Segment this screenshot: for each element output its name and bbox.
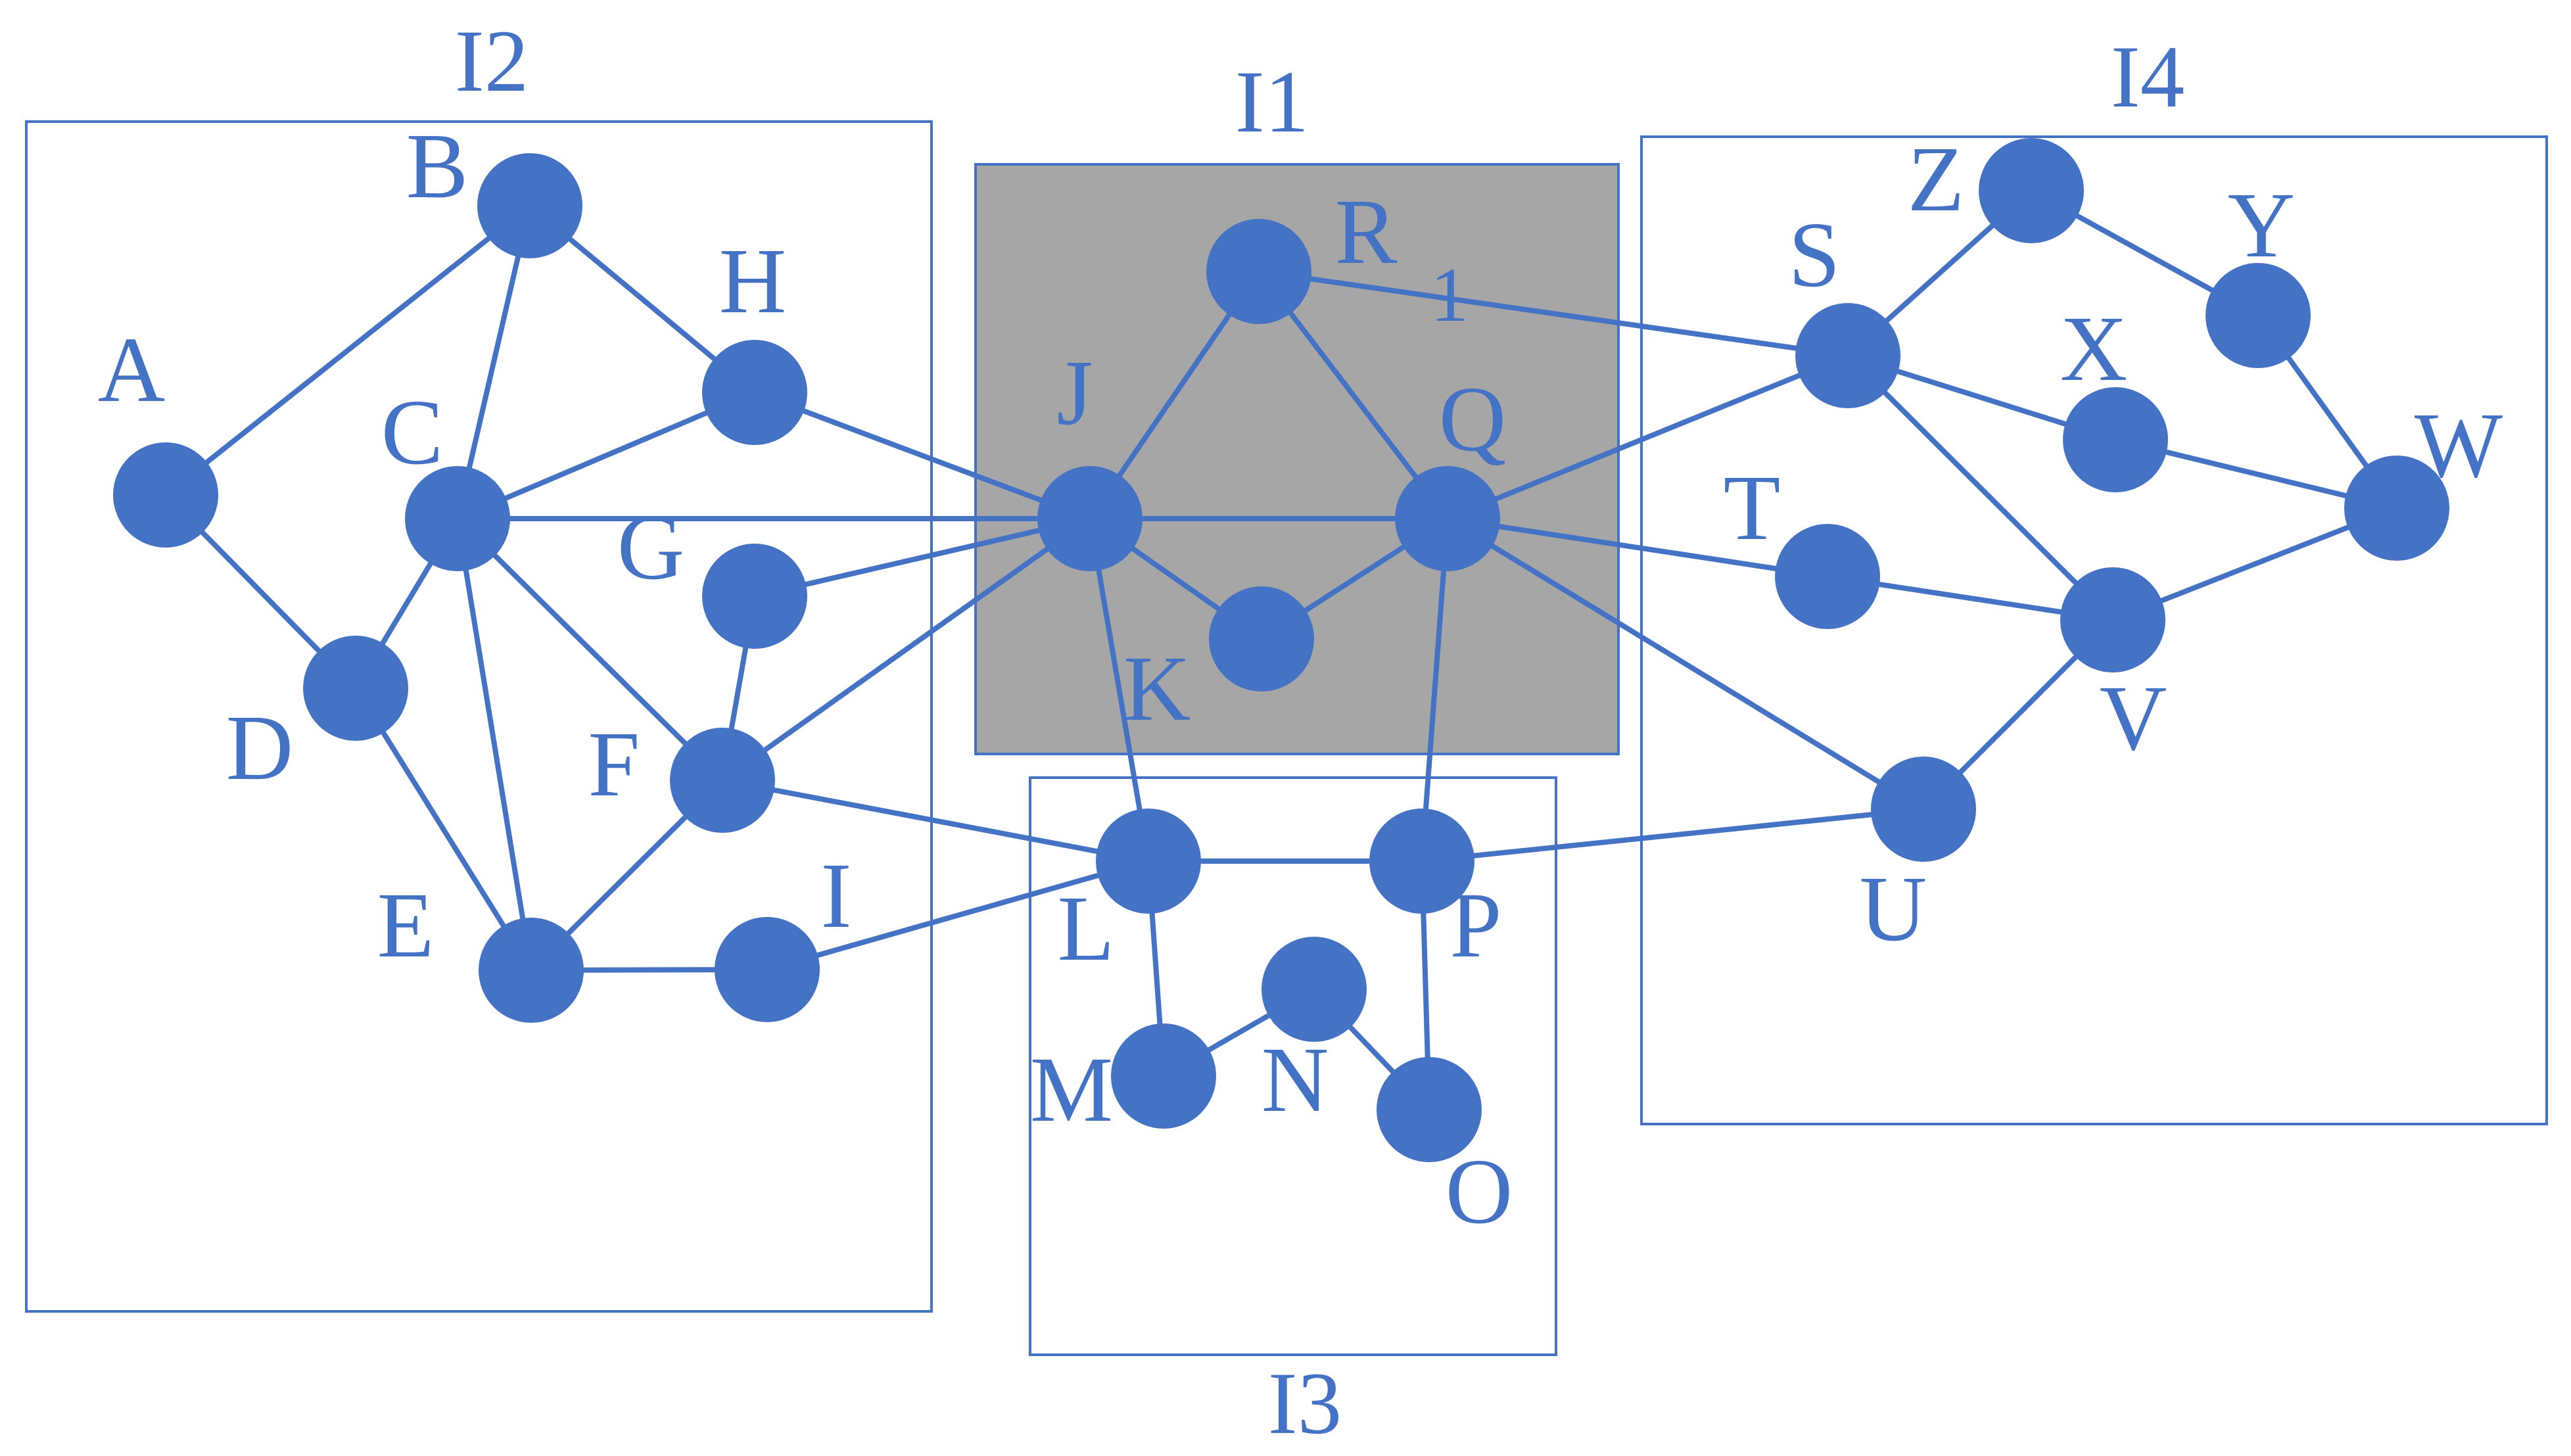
node-w — [2344, 456, 2449, 561]
node-label-n: N — [1262, 1027, 1329, 1131]
edge-q-s — [1445, 353, 1851, 521]
node-label-m: M — [1030, 1037, 1113, 1141]
node-label-x: X — [2060, 296, 2128, 400]
node-i — [715, 917, 820, 1022]
node-label-p: P — [1450, 873, 1502, 977]
node-label-g: G — [617, 495, 685, 599]
node-p — [1369, 809, 1474, 914]
node-g — [702, 544, 807, 649]
region-i3-label: I3 — [1268, 1355, 1342, 1453]
node-label-f: F — [588, 712, 640, 816]
node-label-s: S — [1789, 202, 1841, 306]
node-label-o: O — [1446, 1139, 1513, 1243]
region-i1-label: I1 — [1235, 53, 1309, 151]
node-label-a: A — [98, 317, 166, 421]
node-d — [303, 636, 408, 741]
node-u — [1871, 757, 1976, 862]
node-label-v: V — [2100, 666, 2167, 770]
node-label-i: I — [820, 843, 851, 947]
node-m — [1111, 1023, 1216, 1129]
labels-layer: A B C DE F G H I J K LM N O P QR S T U V W XY Z 1 — [98, 114, 2503, 1243]
node-a — [113, 442, 218, 548]
node-label-h: H — [719, 229, 787, 333]
node-x — [2063, 387, 2168, 492]
node-n — [1262, 937, 1367, 1042]
node-label-c: C — [381, 380, 444, 484]
edge-p-u — [1419, 807, 1926, 864]
edge-c-f — [455, 516, 725, 783]
node-b — [477, 153, 582, 258]
node-label-y: Y — [2228, 173, 2296, 277]
edge-p-q — [1419, 516, 1450, 864]
node-e — [479, 918, 584, 1023]
node-h — [702, 340, 807, 445]
node-label-b: B — [406, 114, 469, 218]
node-label-l: L — [1058, 876, 1115, 980]
node-o — [1377, 1057, 1482, 1162]
node-label-e: E — [377, 873, 435, 977]
node-label-q: Q — [1439, 367, 1507, 471]
node-v — [2060, 567, 2165, 672]
edge-a-b — [163, 203, 532, 498]
edge-f-j — [720, 516, 1093, 783]
node-label-d: D — [226, 695, 294, 799]
edge-i-l — [765, 858, 1151, 972]
edge-s-v — [1845, 353, 2115, 622]
region-i4-box — [1640, 135, 2548, 1125]
node-label-r: R — [1335, 179, 1398, 283]
node-c — [405, 466, 510, 571]
nodes-layer — [113, 138, 2449, 1162]
edge-j-l — [1087, 516, 1151, 864]
region-i3-box — [1029, 776, 1557, 1356]
node-label-k: K — [1123, 636, 1191, 740]
node-l — [1096, 809, 1201, 914]
edge-g-j — [752, 516, 1093, 599]
edge-c-h — [455, 390, 757, 521]
edge-b-c — [455, 203, 532, 521]
edge-q-u — [1445, 516, 1926, 812]
region-i2-label: I2 — [455, 12, 529, 110]
node-s — [1795, 303, 1900, 408]
node-f — [670, 728, 775, 833]
edge-r-s — [1256, 269, 1851, 358]
annotation-label: 1 — [1430, 252, 1469, 338]
node-t — [1775, 524, 1880, 629]
node-k — [1209, 586, 1314, 692]
edge-h-j — [752, 390, 1093, 521]
node-label-t: T — [1724, 456, 1781, 559]
edge-f-l — [720, 778, 1151, 864]
region-i4-label: I4 — [2111, 28, 2184, 126]
edge-c-e — [455, 516, 534, 973]
node-label-z: Z — [1908, 127, 1965, 231]
node-q — [1395, 466, 1500, 571]
node-label-w: W — [2415, 393, 2503, 497]
node-label-j: J — [1056, 341, 1093, 444]
node-label-u: U — [1860, 857, 1927, 960]
node-j — [1037, 466, 1143, 571]
node-y — [2205, 263, 2311, 368]
edge-d-e — [353, 686, 534, 973]
node-r — [1206, 219, 1311, 324]
node-z — [1979, 138, 2084, 243]
region-i2-box — [25, 120, 933, 1313]
edge-q-t — [1445, 516, 1830, 579]
